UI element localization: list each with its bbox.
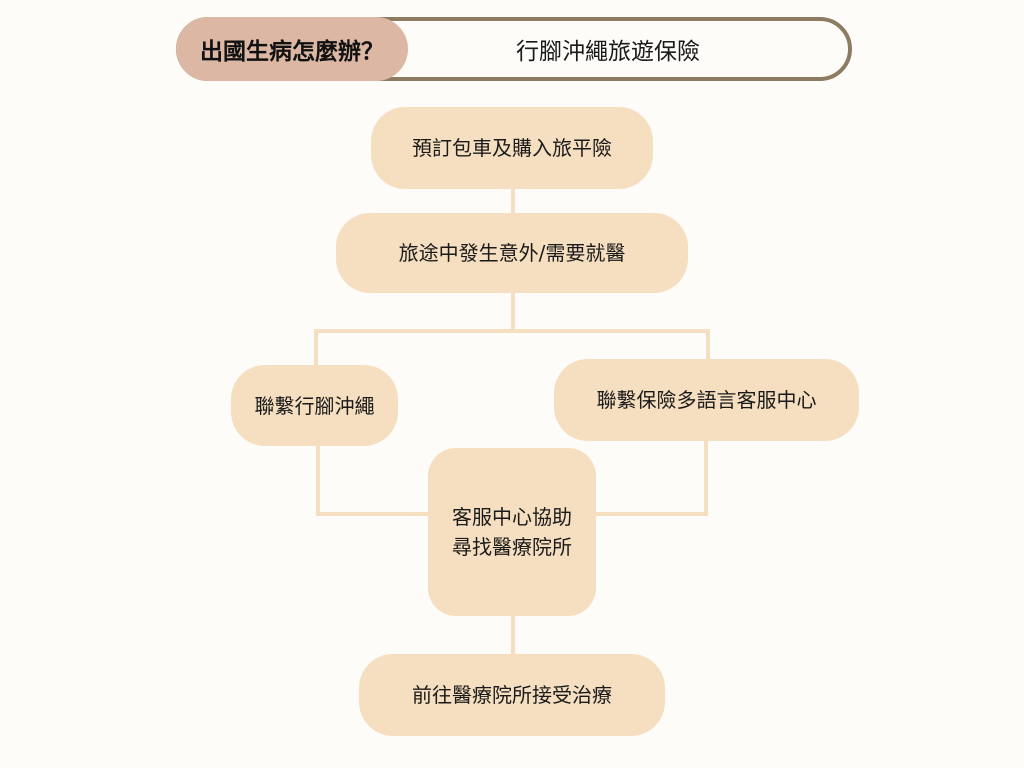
header-title: 行腳沖繩旅遊保險 (516, 39, 700, 65)
flow-node-contact-right: 聯繫保險多語言客服中心 (554, 359, 859, 441)
flow-node-step1: 預訂包車及購入旅平險 (371, 107, 653, 189)
flow-node-step2: 旅途中發生意外/需要就醫 (336, 213, 688, 293)
flow-node-contact-left: 聯繫行腳沖繩 (231, 365, 398, 446)
flow-node-final: 前往醫療院所接受治療 (359, 654, 665, 736)
header-tag: 出國生病怎麼辦？ (176, 17, 408, 81)
flow-node-assist: 客服中心協助 尋找醫療院所 (428, 448, 596, 616)
